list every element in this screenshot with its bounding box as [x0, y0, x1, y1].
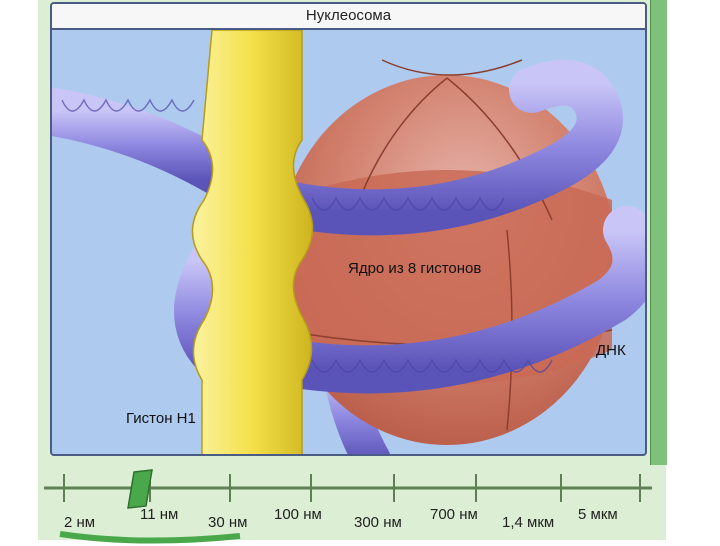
label-dna: ДНК [596, 342, 626, 359]
nucleosome-diagram [52, 30, 645, 454]
scale-tick-1-4um[interactable]: 1,4 мкм [502, 514, 555, 531]
scroll-bar[interactable] [650, 0, 667, 465]
scale-tick-30nm[interactable]: 30 нм [208, 514, 248, 531]
scale-slider-handle [127, 469, 153, 509]
label-histone-h1: Гистон H1 [126, 410, 196, 427]
dna-lower-wrap [248, 206, 645, 394]
dna-upper-wrap [269, 59, 623, 236]
scale-tick-300nm[interactable]: 300 нм [354, 514, 402, 531]
scale-tick-5um[interactable]: 5 мкм [578, 506, 618, 523]
histone-h1 [191, 30, 314, 454]
scale-tick-100nm[interactable]: 100 нм [274, 506, 322, 523]
scale-tick-11nm[interactable]: 11 нм [140, 506, 179, 523]
scale-tick-2nm[interactable]: 2 нм [64, 514, 96, 531]
diagram-panel: Нуклеосома [50, 2, 647, 456]
scale-bar [44, 469, 652, 544]
panel-title: Нуклеосома [52, 4, 645, 30]
label-core: Ядро из 8 гистонов [348, 260, 482, 277]
dna-strand-upper-left [52, 87, 256, 204]
scale-tick-700nm[interactable]: 700 нм [430, 506, 478, 523]
